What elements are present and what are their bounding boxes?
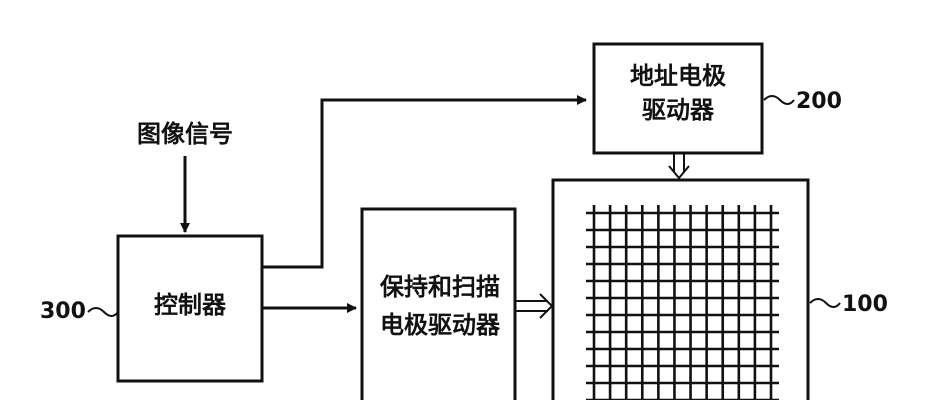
- scan-driver-label-line2: 电极驱动器: [380, 311, 501, 339]
- address-driver-ref-number: 200: [796, 89, 842, 114]
- address-driver-label-line2: 驱动器: [642, 96, 715, 124]
- controller-ref-number: 300: [40, 299, 86, 324]
- controller-to-address-driver-wire: [262, 95, 587, 269]
- electrode-grid: [586, 205, 779, 400]
- address-driver-box: [592, 42, 764, 155]
- scan-bus-arrowhead: [539, 293, 554, 319]
- address-driver-label-line1: 地址电极: [630, 62, 726, 90]
- address-bus-arrowhead: [668, 165, 690, 180]
- panel-ref-tilde: [809, 298, 841, 308]
- image-signal-label: 图像信号: [137, 120, 233, 148]
- controller-label: 控制器: [154, 291, 227, 319]
- scan-driver-label-line1: 保持和扫描: [379, 273, 500, 301]
- display-panel-box: [551, 178, 810, 400]
- address-driver-ref-tilde: [763, 95, 795, 105]
- scan-driver-box: [360, 207, 517, 400]
- panel-ref-number: 100: [842, 292, 888, 317]
- controller-ref-tilde: [87, 307, 119, 317]
